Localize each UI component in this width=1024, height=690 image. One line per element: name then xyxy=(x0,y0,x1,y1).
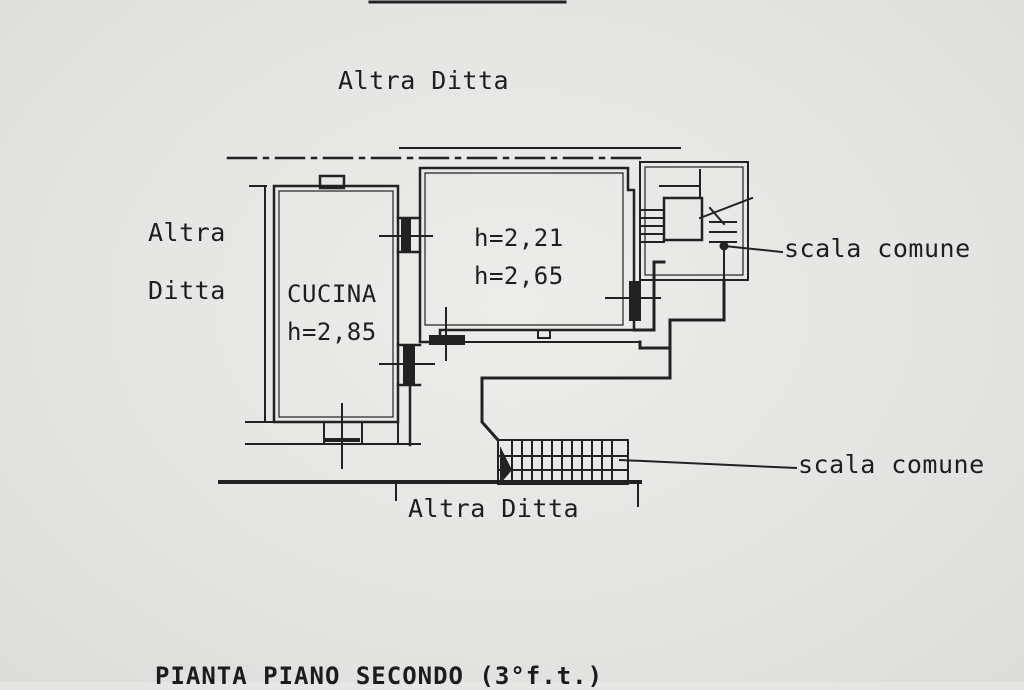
bottom-neighbor-label: Altra Ditta xyxy=(408,494,580,523)
lower-stair-treads xyxy=(511,441,613,483)
opening-markers xyxy=(323,217,661,469)
lower-stair-arrow xyxy=(500,446,512,484)
top-neighbor-label: Altra Ditta xyxy=(338,66,510,95)
corridor-walls xyxy=(429,260,726,443)
kitchen-flue xyxy=(318,174,346,190)
connecting-walls xyxy=(396,216,422,447)
kitchen-height-label: h=2,85 xyxy=(287,318,377,346)
plan-title: PIANTA PIANO SECONDO (3°f.t.) xyxy=(155,662,604,690)
room-height-label-2: h=2,65 xyxy=(474,262,564,290)
central-room-walls xyxy=(418,166,636,344)
lower-stair-leader xyxy=(618,458,798,470)
room-height-label-1: h=2,21 xyxy=(474,224,564,252)
left-neighbor-label-line2: Ditta xyxy=(148,276,226,305)
kitchen-name-label: CUCINA xyxy=(287,280,377,308)
left-neighbor-label-line1: Altra xyxy=(148,218,226,247)
upper-stair-leader xyxy=(722,244,784,254)
lower-common-stair-label: scala comune xyxy=(798,450,985,479)
upper-common-stair-label: scala comune xyxy=(784,234,971,263)
kitchen-corridor xyxy=(245,421,421,445)
